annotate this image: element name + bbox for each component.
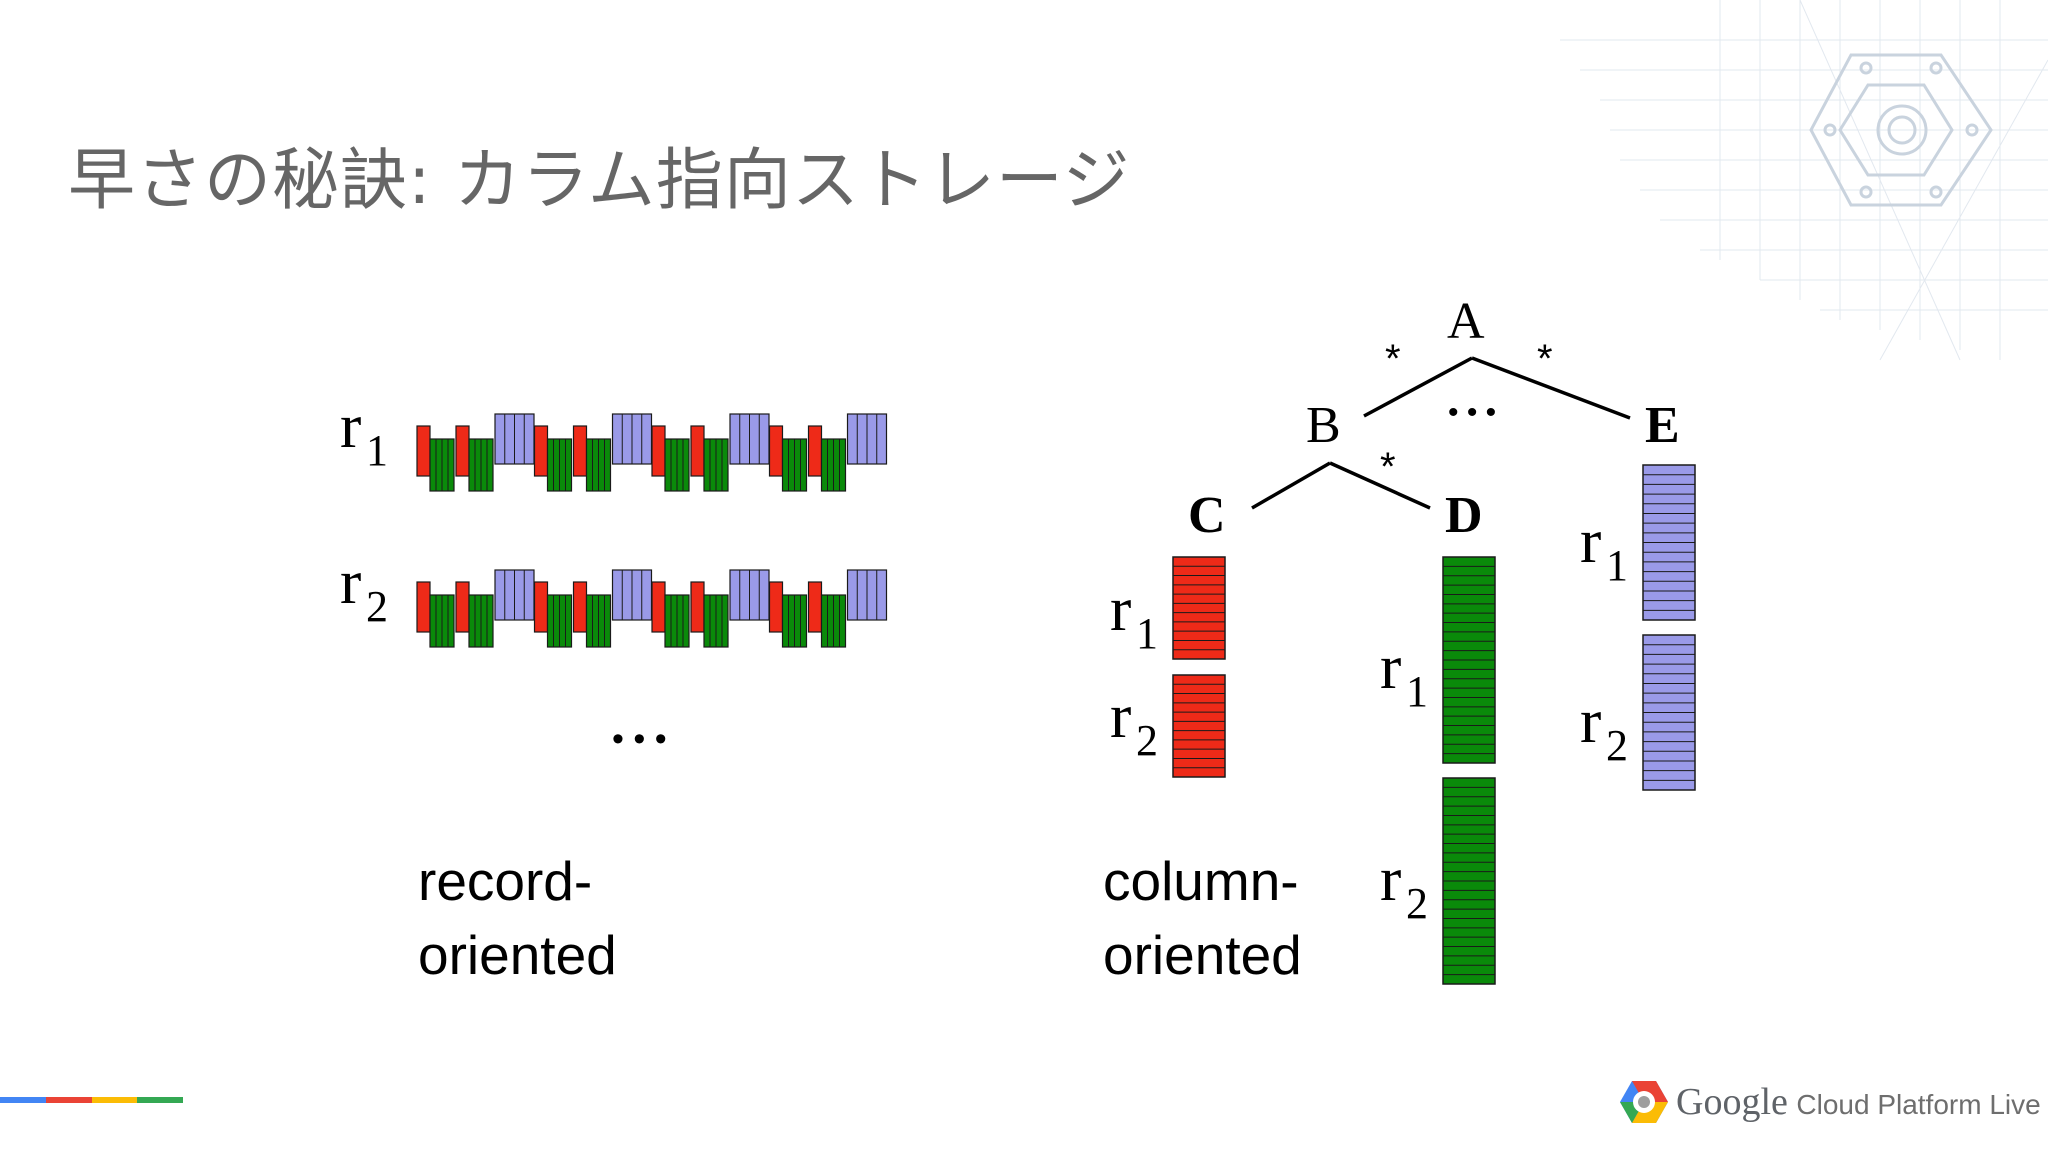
tree-node-a: A <box>1447 293 1485 350</box>
record-oriented-caption-line1: record- <box>418 850 593 912</box>
tree-ellipsis: • • • <box>1448 396 1496 429</box>
column-oriented-caption-line2: oriented <box>1103 924 1302 986</box>
record-red-field <box>416 425 431 477</box>
column-d-r1-block <box>1442 556 1496 764</box>
column-e-r1-block <box>1642 464 1696 621</box>
column-c-r2-label-letter: r <box>1110 680 1131 751</box>
record-red-field <box>807 581 823 633</box>
record-red-field <box>807 425 823 477</box>
column-c-r2-label-subscript: 2 <box>1136 716 1158 765</box>
record-red-field <box>572 581 588 633</box>
column-e-r1-label-subscript: 1 <box>1606 541 1628 590</box>
record-red-field <box>768 425 784 477</box>
record-red-field <box>416 581 431 633</box>
column-c-r1-label-subscript: 1 <box>1136 609 1158 658</box>
column-d-r2-label-letter: r <box>1380 843 1401 914</box>
tree-star-a-b: * <box>1385 337 1401 381</box>
tree-star-a-e: * <box>1537 337 1553 381</box>
footer-brand-rest: Cloud Platform Live <box>1796 1089 2041 1120</box>
column-d-r2-label-subscript: 2 <box>1406 879 1428 928</box>
record-red-field <box>690 425 705 477</box>
record-red-field <box>651 581 666 633</box>
column-d-r1-label-letter: r <box>1380 631 1401 702</box>
tree-node-c: C <box>1188 487 1226 544</box>
column-c-r1-block <box>1172 556 1226 660</box>
record-row-label-2-letter: r <box>340 546 361 617</box>
brand-color-bar <box>0 1097 183 1103</box>
brand-bar-green <box>137 1097 183 1103</box>
tree-node-b: B <box>1306 397 1341 454</box>
record-oriented-caption-line2: oriented <box>418 924 617 986</box>
tree-node-e: E <box>1645 397 1680 454</box>
column-d-r1-label-subscript: 1 <box>1406 667 1428 716</box>
record-red-field <box>651 425 666 477</box>
tree-edge-a-e <box>1471 356 1631 420</box>
column-c-r1-label-letter: r <box>1110 573 1131 644</box>
record-red-field <box>768 581 784 633</box>
footer-brand: Google Cloud Platform Live <box>1676 1080 2041 1124</box>
record-row-label-1-subscript: 1 <box>366 426 388 475</box>
tree-edge-a-b <box>1363 356 1473 418</box>
tree-edge-b-d <box>1329 461 1431 510</box>
column-c-r1-block-rect <box>1172 556 1226 660</box>
slide-title: 早さの秘訣: カラム指向ストレージ <box>68 141 1131 219</box>
record-red-field <box>533 425 549 477</box>
column-c-r2-block <box>1172 674 1226 778</box>
schema-tree: A B C D E * * * • • • <box>1188 293 1680 544</box>
record-ellipsis: • • • <box>612 720 667 758</box>
record-red-field <box>455 581 470 633</box>
column-d-r2-block <box>1442 777 1496 985</box>
brand-bar-yellow <box>91 1097 138 1103</box>
tree-edge-b-c <box>1251 461 1331 510</box>
cloud-platform-hex-icon <box>1620 1081 1668 1123</box>
column-e-r1-label-letter: r <box>1580 505 1601 576</box>
tree-star-b-d: * <box>1380 445 1396 489</box>
brand-bar-red <box>45 1097 92 1103</box>
brand-bar-blue <box>0 1097 46 1103</box>
record-red-field <box>455 425 470 477</box>
record-red-field <box>572 425 588 477</box>
column-e-r2-block <box>1642 634 1696 791</box>
column-e-r2-label-subscript: 2 <box>1606 721 1628 770</box>
record-row-label-1-letter: r <box>340 390 361 461</box>
record-red-field <box>690 581 705 633</box>
column-e-r2-label-letter: r <box>1580 685 1601 756</box>
record-red-field <box>533 581 549 633</box>
column-c-r2-block-rect <box>1172 674 1226 778</box>
tree-node-d: D <box>1445 487 1483 544</box>
column-oriented-caption-line1: column- <box>1103 850 1299 912</box>
record-row-label-2-subscript: 2 <box>366 582 388 631</box>
footer-brand-google: Google <box>1676 1081 1788 1123</box>
